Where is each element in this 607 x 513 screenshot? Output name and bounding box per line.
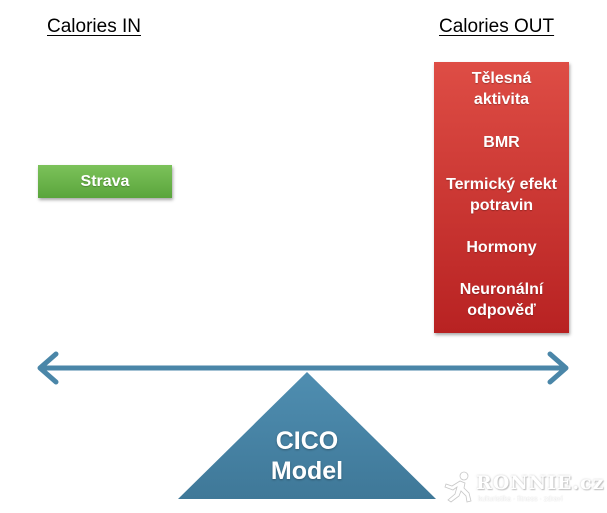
- fulcrum-triangle: [178, 372, 436, 499]
- cico-model-label: CICO Model: [270, 427, 344, 485]
- calories-in-box: Strava: [38, 165, 172, 198]
- watermark-brand: RONNIE.cz: [476, 472, 605, 494]
- balance-beam-arrow: [37, 351, 569, 385]
- calories-in-item-strava: Strava: [80, 172, 130, 190]
- calories-in-heading: Calories IN: [47, 16, 141, 37]
- calories-out-item-termicky-efekt: Termický efekt potravin: [446, 176, 557, 214]
- ronnie-watermark: RONNIE.cz kulturistika · fitness · zdrav…: [440, 470, 603, 510]
- calories-out-item-telesna-aktivita: Tělesná aktivita: [471, 70, 532, 108]
- calories-out-box: Tělesná aktivita BMR Termický efekt potr…: [434, 62, 569, 333]
- calories-out-item-neuronalni-odpoved: Neuronální odpověď: [459, 281, 544, 319]
- arrow-right-head-icon: [547, 351, 569, 385]
- watermark-tagline: kulturistika · fitness · zdraví: [478, 496, 563, 503]
- runner-icon: [444, 471, 472, 503]
- arrow-left-head-icon: [37, 351, 59, 385]
- calories-out-item-bmr: BMR: [483, 134, 520, 151]
- calories-out-heading: Calories OUT: [439, 16, 555, 37]
- calories-out-item-hormony: Hormony: [466, 239, 537, 256]
